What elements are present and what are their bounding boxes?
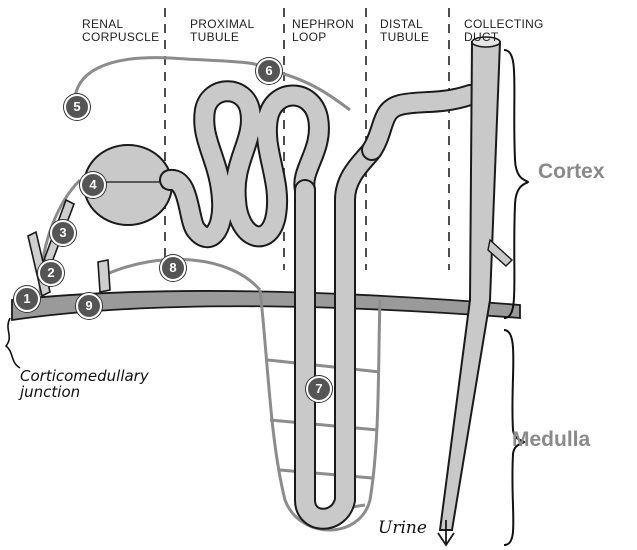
marker-5: 5: [64, 94, 90, 120]
marker-3: 3: [50, 220, 76, 246]
segment-label-nephron-loop: NEPHRON LOOP: [292, 18, 364, 44]
marker-9: 9: [76, 293, 102, 319]
junction-pointer: [6, 318, 20, 368]
marker-6: 6: [256, 58, 282, 84]
marker-8: 8: [160, 255, 186, 281]
junction-label: Corticomedullary junction: [20, 368, 180, 400]
region-label-cortex: Cortex: [538, 160, 605, 184]
segment-label-distal-tubule: DISTAL TUBULE: [380, 18, 444, 44]
marker-7: 7: [306, 376, 332, 402]
marker-1: 1: [14, 286, 40, 312]
urine-label: Urine: [378, 518, 427, 538]
cortex-brace: [504, 50, 528, 318]
collecting-duct: [440, 42, 500, 530]
segment-label-proximal-tubule: PROXIMAL TUBULE: [190, 18, 270, 44]
segment-label-collecting-duct: COLLECTING DUCT: [464, 18, 548, 44]
marker-2: 2: [38, 260, 64, 286]
marker-4: 4: [80, 172, 106, 198]
region-label-medulla: Medulla: [512, 428, 590, 452]
segment-label-renal-corpuscle: RENAL CORPUSCLE: [82, 18, 167, 44]
